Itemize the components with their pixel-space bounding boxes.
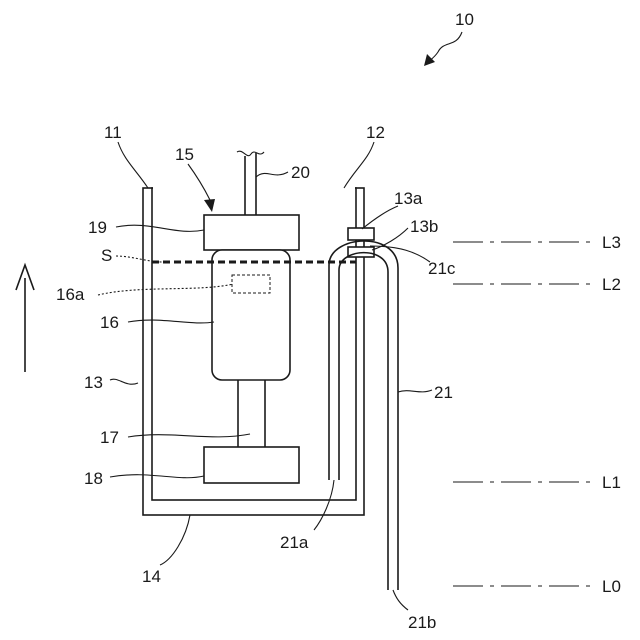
leader-15-arrowhead xyxy=(204,199,215,212)
leader-21a xyxy=(314,480,334,530)
label-16a: 16a xyxy=(56,285,85,304)
label-11: 11 xyxy=(104,123,122,142)
label-20: 20 xyxy=(291,163,310,182)
leader-15 xyxy=(188,164,210,200)
label-21: 21 xyxy=(434,383,453,402)
label-12: 12 xyxy=(366,123,385,142)
device-reference-arrowhead xyxy=(424,54,435,66)
leader-21 xyxy=(398,390,432,392)
leader-13a xyxy=(362,206,398,229)
leader-18 xyxy=(110,475,204,478)
label-16: 16 xyxy=(100,313,119,332)
leader-17 xyxy=(128,434,250,437)
leader-16 xyxy=(128,320,214,323)
opening-block xyxy=(348,228,374,240)
leader-11 xyxy=(118,142,148,188)
level-label-l3: L3 xyxy=(602,233,621,252)
level-label-l0: L0 xyxy=(602,577,621,596)
level-label-l2: L2 xyxy=(602,275,621,294)
device-reference-label: 10 xyxy=(455,10,474,29)
label-17: 17 xyxy=(100,428,119,447)
label-21a: 21a xyxy=(280,533,309,552)
cable-break xyxy=(237,151,264,156)
leader-20 xyxy=(256,172,288,177)
leader-12 xyxy=(344,142,374,188)
label-15: 15 xyxy=(175,145,194,164)
label-18: 18 xyxy=(84,469,103,488)
device-reference-leader xyxy=(427,32,462,63)
label-13: 13 xyxy=(84,373,103,392)
label-14: 14 xyxy=(142,567,161,586)
leader-21b xyxy=(393,590,408,610)
pump-head xyxy=(204,215,299,250)
motor-body xyxy=(212,250,290,380)
leader-21c xyxy=(370,246,430,262)
label-13a: 13a xyxy=(394,189,423,208)
label-19: 19 xyxy=(88,218,107,237)
label-s: S xyxy=(101,246,112,265)
leader-13 xyxy=(110,379,138,384)
label-21b: 21b xyxy=(408,613,436,632)
label-21c: 21c xyxy=(428,259,456,278)
level-label-l1: L1 xyxy=(602,473,621,492)
leader-14 xyxy=(160,515,190,565)
leader-19 xyxy=(116,225,204,231)
label-13b: 13b xyxy=(410,217,438,236)
base-block xyxy=(204,447,299,483)
